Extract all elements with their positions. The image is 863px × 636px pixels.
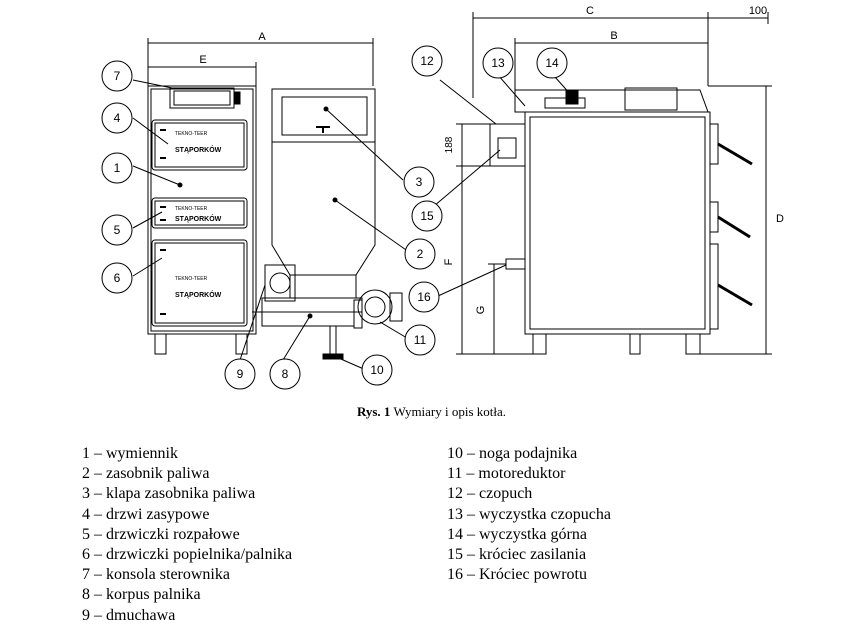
- callout-number: 12: [420, 54, 434, 68]
- dim-A-label: A: [258, 31, 266, 43]
- callout-circle: [101, 214, 133, 246]
- legend-item: 3 – klapa zasobnika paliwa: [82, 485, 256, 503]
- callout-number: 4: [114, 111, 121, 125]
- return-port: [565, 89, 579, 105]
- brand-line2-b: STĄPORKÓW: [175, 214, 222, 223]
- legend-item: 7 – konsola sterownika: [82, 566, 230, 584]
- callout-circle: [536, 47, 568, 79]
- brand-line2-c: STĄPORKÓW: [175, 290, 222, 299]
- burner-body: [261, 297, 363, 313]
- callout-circle: [269, 358, 301, 390]
- flue: [489, 123, 526, 167]
- callout-circle: [404, 324, 436, 356]
- figure-caption: Rys. 1 Wymiary i opis kotła.: [0, 404, 863, 420]
- legend-item: 5 – drzwiczki rozpałowe: [82, 525, 240, 543]
- callout-number: 5: [114, 223, 121, 237]
- fuel-hopper: [271, 141, 376, 276]
- callouts: [132, 74, 573, 371]
- callout-number: 13: [491, 56, 505, 70]
- callout-circle: [101, 102, 133, 134]
- supply-port: [505, 258, 526, 270]
- dim-E-label: E: [199, 54, 206, 66]
- side-body: [524, 111, 711, 335]
- callout-number: 9: [237, 367, 244, 381]
- dim-188-label: 188: [444, 136, 455, 153]
- side-view: C 100 B D: [443, 5, 784, 355]
- brand-line1-c: TEKNO-TEER: [175, 276, 208, 282]
- boiler-technical-drawing: A E TEKNO-TEER STĄPORKÓW TEKNO-TEER STĄP…: [101, 5, 784, 390]
- callout-circle: [403, 166, 435, 198]
- legend-item: 4 – drzwi zasypowe: [82, 505, 210, 523]
- callout-number: 15: [420, 209, 434, 223]
- callout-number: 16: [417, 290, 431, 304]
- callout-number: 8: [282, 367, 289, 381]
- caption-text: Wymiary i opis kotła.: [393, 404, 507, 419]
- dim-G-label: G: [475, 306, 487, 315]
- legend-item: 1 – wymiennik: [82, 445, 178, 462]
- legend-item: 6 – drzwiczki popielnika/palnika: [82, 546, 293, 564]
- ash-door: [151, 239, 248, 327]
- callout-circle: [101, 262, 133, 294]
- fuel-door: [151, 119, 248, 171]
- legend-left: 1 – wymiennik 2 – zasobnik paliwa 3 – klap…: [82, 444, 292, 626]
- legend-item: 13 – wyczystka czopucha: [447, 505, 611, 523]
- legend-item: 8 – korpus palnika: [82, 586, 201, 604]
- callout-circle: [411, 200, 443, 232]
- legend-item: 12 – czopuch: [447, 485, 533, 503]
- legend-item: 14 – wyczystka górna: [447, 525, 587, 543]
- brand-line1: TEKNO-TEER: [175, 131, 208, 137]
- dim-100-label: 100: [749, 5, 767, 17]
- blower: [264, 264, 296, 302]
- callout-number: 10: [370, 363, 384, 377]
- dim-B-label: B: [610, 30, 617, 42]
- dim-D-label: D: [776, 213, 784, 225]
- callout-circle: [361, 354, 393, 386]
- dim-C-label: C: [586, 5, 594, 17]
- ignition-door: [151, 197, 248, 229]
- front-view: A E TEKNO-TEER STĄPORKÓW TEKNO-TEER STĄP…: [147, 31, 403, 360]
- top-cleanout: [544, 97, 586, 109]
- legend-item: 15 – króciec zasilania: [447, 546, 587, 564]
- callout-circle: [408, 281, 440, 313]
- brand-line2: STĄPORKÓW: [175, 145, 222, 154]
- callout-circle: [224, 358, 256, 390]
- callout-number: 1: [114, 161, 121, 175]
- callout-number: 3: [416, 175, 423, 189]
- callout-circle: [482, 47, 514, 79]
- callout-number: 6: [114, 271, 121, 285]
- callout-number: 7: [114, 69, 121, 83]
- legend-item: 9 – dmuchawa: [82, 606, 176, 624]
- caption-label: Rys. 1: [356, 404, 391, 419]
- callout-circle: [404, 238, 436, 270]
- legend-item: 16 – Króciec powrotu: [447, 566, 587, 584]
- callout-number: 11: [414, 333, 427, 347]
- callout-number: 2: [417, 247, 424, 261]
- motor-reducer: [357, 289, 393, 325]
- callout-circle: [101, 60, 133, 92]
- callout-number: 14: [545, 56, 559, 70]
- callout-circle: [101, 152, 133, 184]
- exchanger-body: [147, 85, 257, 335]
- legend-item: 2 – zasobnik paliwa: [82, 465, 210, 483]
- callout-circle: [411, 45, 443, 77]
- legend-item: 10 – noga podajnika: [447, 445, 578, 462]
- legend-item: 11 – motoreduktor: [447, 465, 566, 483]
- dim-F-label: F: [443, 258, 455, 265]
- legend-right: 10 – noga podajnika 11 – motoreduktor 12 –…: [447, 444, 611, 585]
- brand-line1-b: TEKNO-TEER: [175, 206, 208, 212]
